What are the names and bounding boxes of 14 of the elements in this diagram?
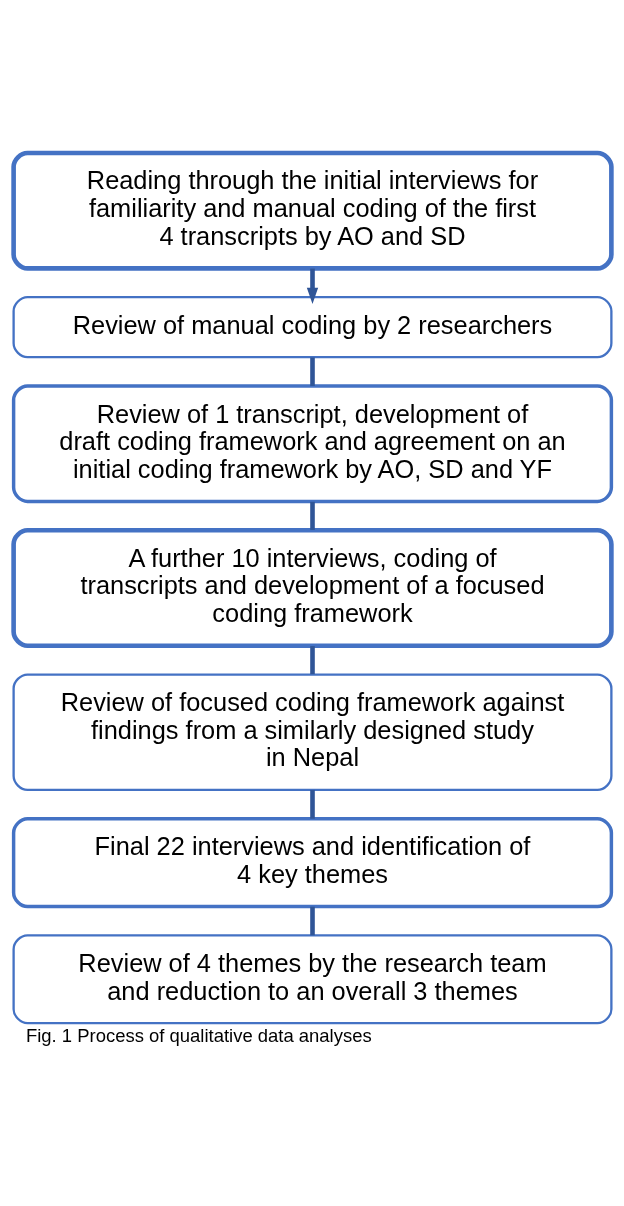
node-box: Review of 1 transcript, development of draft coding framework and agreement on an initial coding framework by AO, SD and YF bbox=[11, 384, 613, 504]
connector bbox=[309, 501, 315, 530]
connector bbox=[309, 906, 315, 936]
arrow bbox=[306, 268, 318, 305]
node-box: A further 10 interviews, coding of transcripts and development of a focused coding framework bbox=[10, 528, 614, 648]
node-box: Review of manual coding by 2 researchers bbox=[11, 296, 613, 359]
node-box: Review of 4 themes by the research team and reduction to an overall 3 themes bbox=[11, 934, 613, 1025]
caption: Fig. 1 Process of qualitative data analyses bbox=[25, 1025, 372, 1047]
node-box: Reading through the initial interviews for familiarity and manual coding of the first 4 transcripts by AO and SD bbox=[10, 150, 614, 271]
node-box: Final 22 interviews and identification of 4 key themes bbox=[11, 817, 613, 909]
connector bbox=[309, 646, 315, 675]
node-box: Review of focused coding framework against findings from a similarly designed study in Nepal bbox=[11, 673, 613, 792]
connector bbox=[309, 357, 315, 386]
connector bbox=[309, 789, 315, 819]
